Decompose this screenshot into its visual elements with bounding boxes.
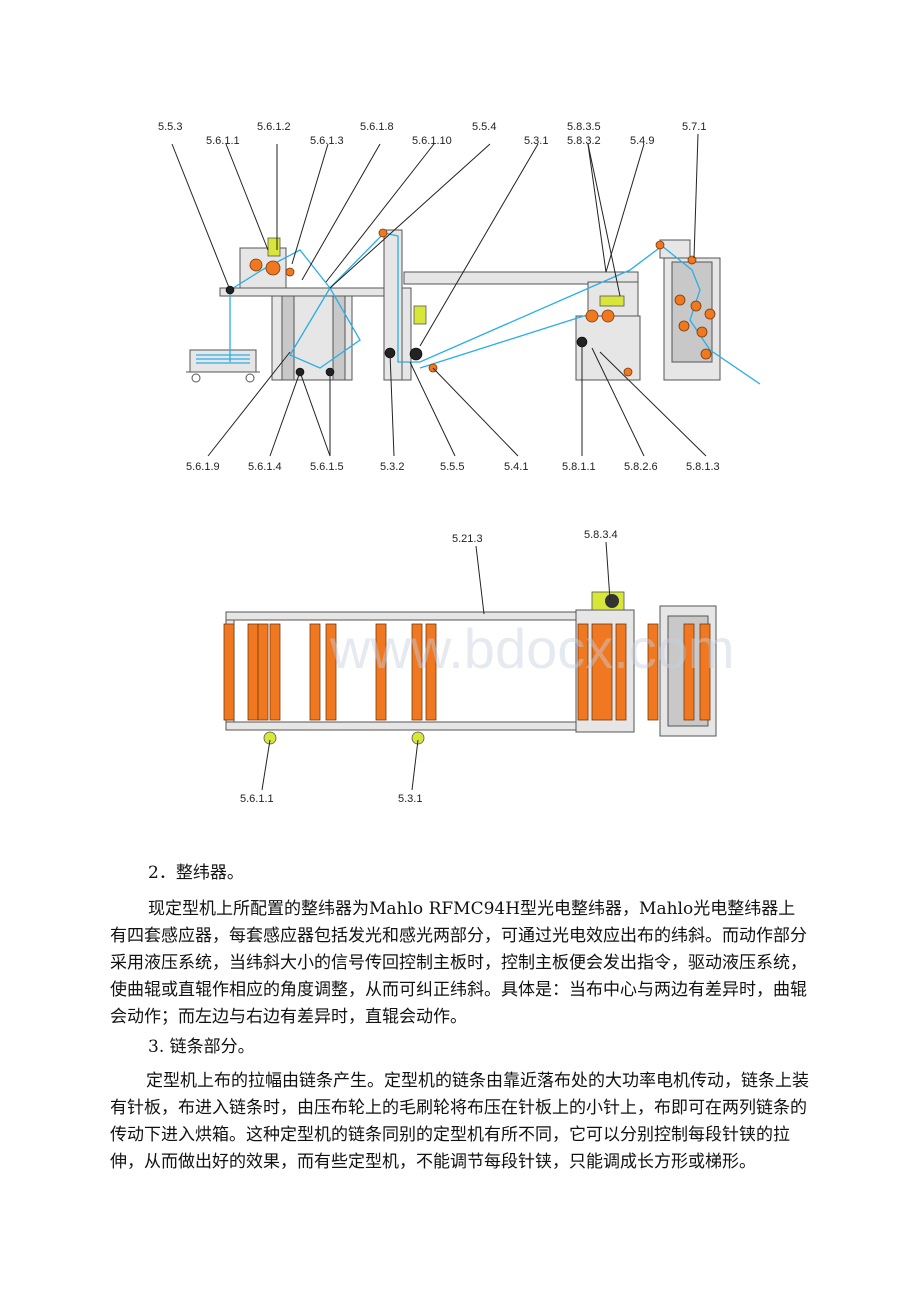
leader-lines-top <box>171 133 699 347</box>
label-5-8-1-3: 5.8.1.3 <box>686 461 720 473</box>
label-5-8-3-4: 5.8.3.4 <box>584 529 618 541</box>
label-5-3-1-plan: 5.3.1 <box>398 793 422 805</box>
labels-top: 5.5.3 5.6.1.1 5.6.1.2 5.6.1.3 5.6.1.8 5.… <box>158 121 706 147</box>
labels-bottom: 5.6.1.9 5.6.1.4 5.6.1.5 5.3.2 5.5.5 5.4.… <box>186 461 720 473</box>
label-5-4-9: 5.4.9 <box>630 135 654 147</box>
label-5-6-1-4: 5.6.1.4 <box>248 461 282 473</box>
straightener-unit <box>575 281 641 381</box>
label-5-6-1-10: 5.6.1.10 <box>412 135 452 147</box>
label-5-7-1: 5.7.1 <box>682 121 706 133</box>
label-5-3-1: 5.3.1 <box>524 135 548 147</box>
label-5-6-1-5: 5.6.1.5 <box>310 461 344 473</box>
watermark-text: www.bdocx.com <box>329 617 735 680</box>
label-5-4-1: 5.4.1 <box>504 461 528 473</box>
label-5-3-2: 5.3.2 <box>380 461 404 473</box>
section3-heading: 3. 链条部分。 <box>148 1037 255 1057</box>
plan-leader-lines <box>261 541 611 791</box>
roller-bars <box>223 623 711 721</box>
label-5-6-1-1: 5.6.1.1 <box>206 135 240 147</box>
label-5-8-2-6: 5.8.2.6 <box>624 461 658 473</box>
label-5-5-3: 5.5.3 <box>158 121 182 133</box>
section2-heading: 2．整纬器。 <box>148 863 244 883</box>
label-5-21-3: 5.21.3 <box>452 533 483 545</box>
label-5-6-1-1-plan: 5.6.1.1 <box>240 793 274 805</box>
label-5-6-1-8: 5.6.1.8 <box>360 121 394 133</box>
machine-side-view-diagram: 5.5.3 5.6.1.1 5.6.1.2 5.6.1.3 5.6.1.8 5.… <box>158 121 761 473</box>
plan-labels: 5.21.3 5.8.3.4 5.6.1.1 5.3.1 <box>240 529 618 805</box>
label-5-6-1-2: 5.6.1.2 <box>257 121 291 133</box>
plan-motors <box>263 591 625 745</box>
label-5-5-4: 5.5.4 <box>472 121 496 133</box>
label-5-6-1-9: 5.6.1.9 <box>186 461 220 473</box>
label-5-8-1-1: 5.8.1.1 <box>562 461 596 473</box>
label-5-8-3-5: 5.8.3.5 <box>567 121 601 133</box>
leader-lines-bottom <box>207 342 707 457</box>
rollers <box>225 228 716 377</box>
machine-plan-view-diagram: www.bdocx.com 5.21.3 5.8.3.4 5.6.1.1 5.3… <box>223 529 735 805</box>
section2-paragraph: 现定型机上所配置的整纬器为Mahlo RFMC94H型光电整纬器，Mahlo光电… <box>110 899 807 1027</box>
label-5-6-1-3: 5.6.1.3 <box>310 135 344 147</box>
section3-paragraph: 定型机上布的拉幅由链条产生。定型机的链条由靠近落布处的大功率电机传动，链条上装有… <box>110 1071 809 1172</box>
label-5-8-3-2: 5.8.3.2 <box>567 135 601 147</box>
label-5-5-5: 5.5.5 <box>440 461 464 473</box>
